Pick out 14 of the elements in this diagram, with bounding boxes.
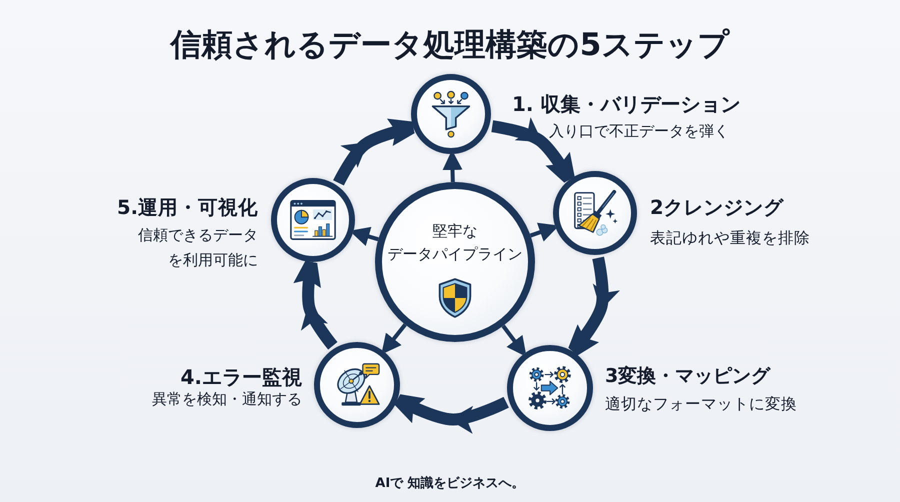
step-title: 5.運用・可視化 (117, 195, 258, 221)
step-description: 信頼できるデータを利用可能に (137, 224, 258, 270)
step-description: 適切なフォーマットに変換 (605, 394, 797, 414)
tagline: AIで 知識をビジネスへ。 (375, 476, 525, 492)
step-description: 表記ゆれや重複を排除 (650, 228, 810, 248)
step-title: 4.エラー監視 (180, 364, 302, 390)
hub-text: データパイプライン (388, 245, 522, 265)
step-title: 3変換・マッピング (605, 364, 770, 388)
title: 信頼されるデータ処理構築の5ステップ (170, 26, 730, 65)
hub-text: 堅牢な (432, 222, 478, 242)
step-description: 入り口で不正データを弾く (549, 122, 729, 142)
step-title: 1. 収集・バリデーション (512, 91, 740, 117)
step-description: 異常を検知・通知する (152, 390, 302, 410)
step-title: 2クレンジング (650, 195, 784, 221)
